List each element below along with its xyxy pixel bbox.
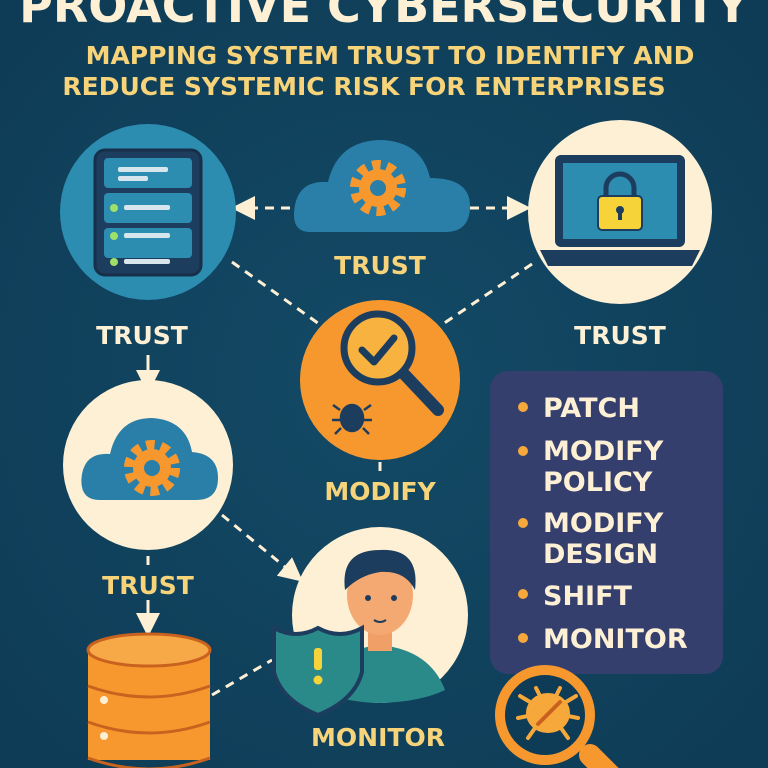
actions-panel: PATCH MODIFY POLICY MODIFY DESIGN SHIFT … (490, 371, 723, 674)
bullet-icons (518, 402, 528, 643)
label-trust-cloud-left: TRUST (102, 571, 194, 600)
cloud-node-top (294, 140, 470, 232)
action-modify-design-2: DESIGN (543, 539, 658, 570)
action-modify-design-1: MODIFY (543, 508, 664, 539)
magnifier-check-icon (340, 310, 444, 416)
label-trust-server: TRUST (96, 321, 188, 350)
database-icon (86, 632, 212, 768)
cloud-node-left (63, 380, 233, 550)
action-patch: PATCH (543, 393, 640, 424)
action-monitor: MONITOR (543, 624, 688, 655)
connectors (136, 196, 533, 697)
server-node (60, 124, 236, 300)
subtitle-line-2: REDUCE SYSTEMIC RISK FOR ENTERPRISES (62, 72, 665, 101)
shield-alert-icon (272, 624, 364, 718)
lock-icon (597, 171, 643, 231)
gear-icon (124, 440, 180, 496)
line-laptop-to-scan (439, 262, 533, 328)
action-modify-policy-2: POLICY (543, 467, 653, 498)
line-database-to-shield (211, 658, 273, 697)
action-modify-policy-1: MODIFY (543, 436, 664, 467)
bug-icon (332, 403, 372, 435)
label-monitor: MONITOR (311, 723, 445, 752)
label-trust-cloud: TRUST (334, 251, 426, 280)
user-node (272, 527, 468, 718)
gear-icon (350, 160, 406, 216)
line-server-to-scan (231, 260, 323, 328)
subtitle-line-1: MAPPING SYSTEM TRUST TO IDENTIFY AND (86, 41, 695, 70)
label-trust-laptop: TRUST (574, 321, 666, 350)
laptop-node (528, 120, 712, 304)
scan-node (300, 300, 460, 460)
action-shift: SHIFT (543, 581, 633, 612)
page-title: PROACTIVE CYBERSECURITY (19, 0, 749, 33)
label-modify: MODIFY (324, 477, 436, 506)
arrow-cloud-to-user (221, 513, 303, 582)
bug-magnifier-icon (495, 665, 619, 768)
